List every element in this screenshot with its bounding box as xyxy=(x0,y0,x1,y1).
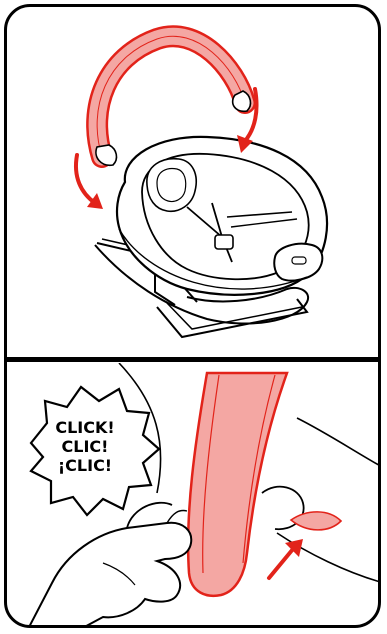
push-arrow xyxy=(269,539,303,578)
callout-line-1: CLICK! xyxy=(42,418,128,437)
panel-divider xyxy=(7,357,378,362)
callout-line-2: CLIC! xyxy=(42,437,128,456)
bottom-panel xyxy=(7,363,378,628)
handle-clip-right xyxy=(233,91,251,111)
top-panel xyxy=(7,7,378,357)
callout-line-3: ¡CLIC! xyxy=(42,456,128,475)
handle-attach-illustration xyxy=(7,363,381,628)
head-support xyxy=(147,159,196,212)
seat-illustration xyxy=(7,7,381,357)
callout-text: CLICK! CLIC! ¡CLIC! xyxy=(42,418,128,475)
harness-buckle xyxy=(215,235,233,249)
hand xyxy=(27,523,191,628)
instruction-frame xyxy=(4,4,381,628)
